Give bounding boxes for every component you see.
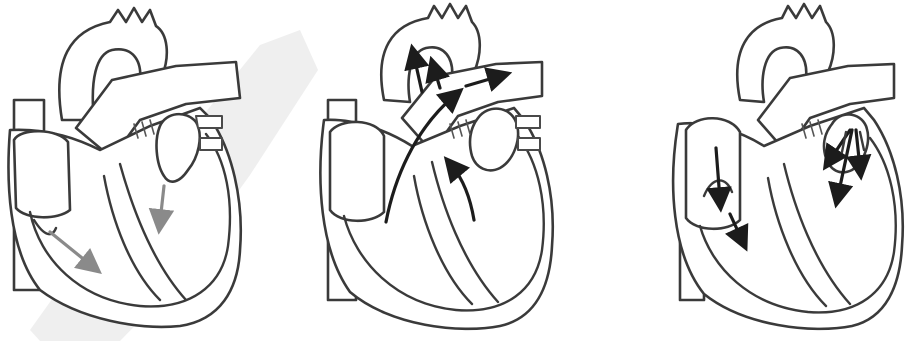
pulmonary-vein-stub (196, 116, 222, 128)
right-atrium-shape (686, 118, 740, 229)
heart-diagram-panel-1 (0, 0, 260, 341)
right-atrium-shape (14, 131, 70, 217)
blood-flow-arrow (414, 56, 422, 92)
pulmonary-vein-stub (200, 138, 222, 150)
pulmonary-vein-stub (516, 116, 540, 128)
heart-diagram-panel-2 (310, 0, 570, 341)
pulmonary-vein-stub (518, 138, 540, 150)
right-atrium-shape (330, 122, 384, 221)
heart-diagram-panel-3 (660, 0, 907, 341)
